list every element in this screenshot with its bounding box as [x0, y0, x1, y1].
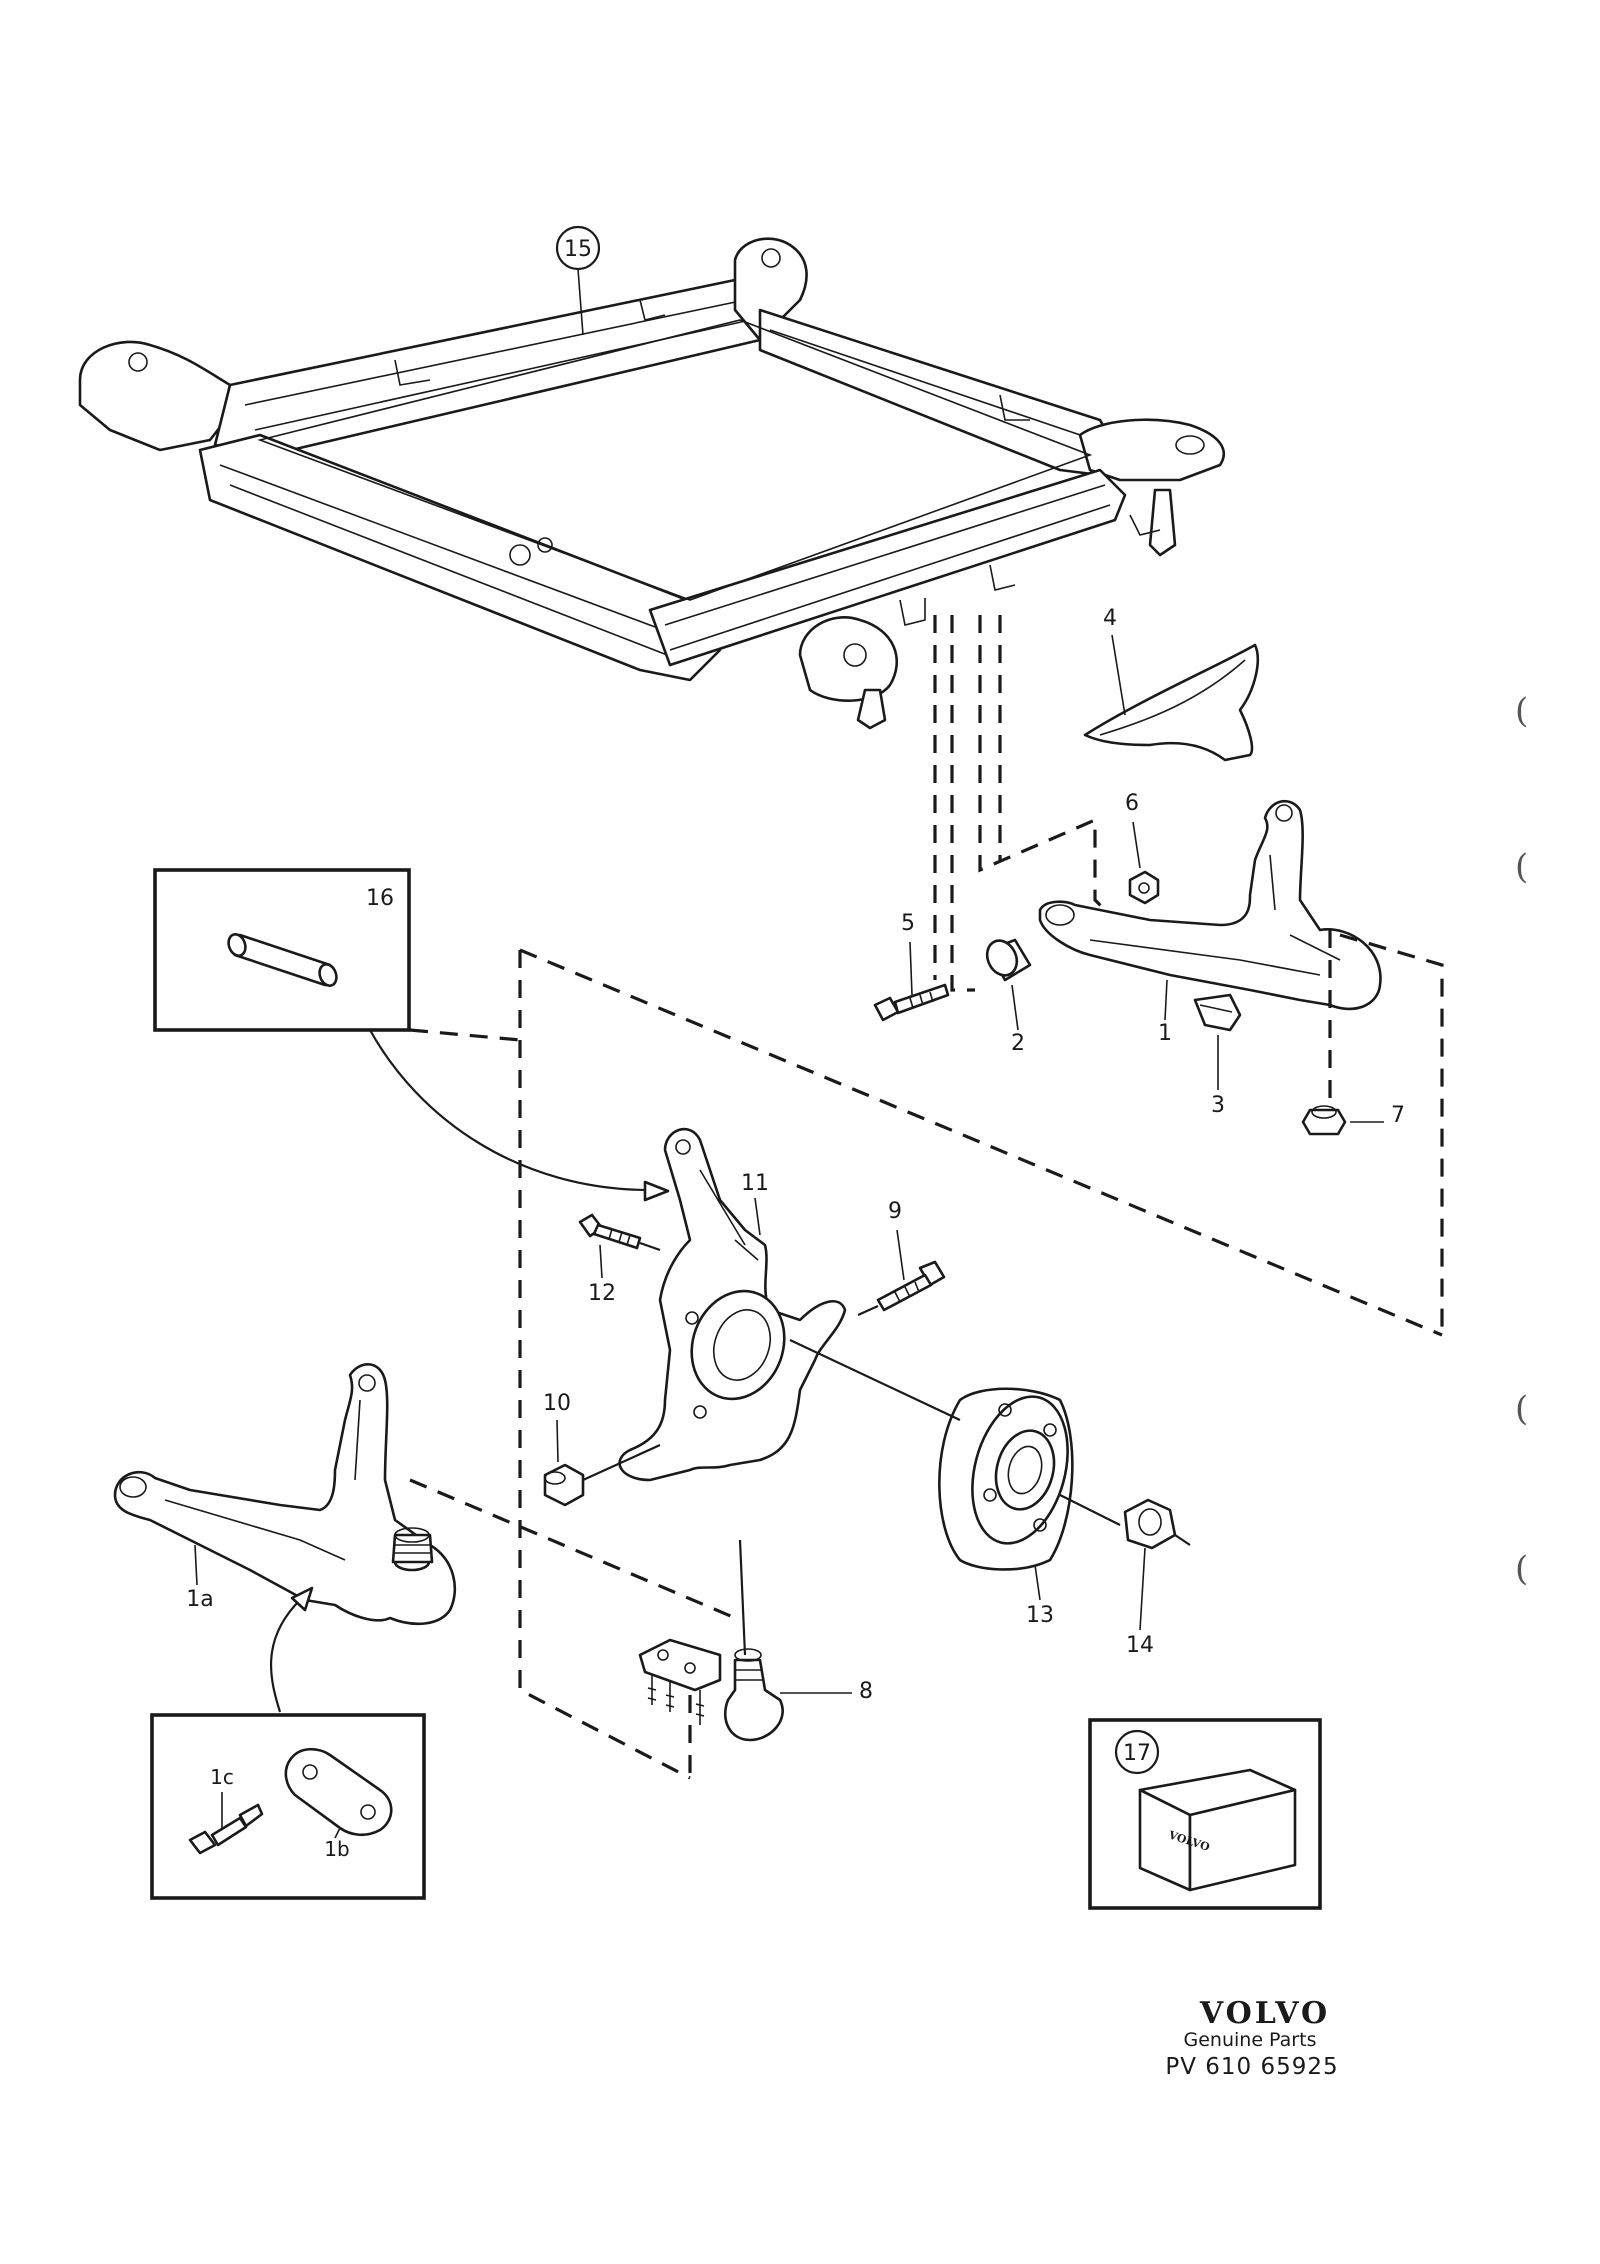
callout-5: 5: [901, 911, 915, 936]
pointer-14: [1174, 1534, 1191, 1546]
leader-2: [1011, 984, 1019, 1031]
bolt-icon: [578, 1213, 642, 1250]
axis-line-2: [1059, 1494, 1121, 1526]
callout-9: 9: [888, 1199, 902, 1224]
bracket-icon: [1083, 643, 1259, 762]
callout-4: 4: [1103, 606, 1117, 631]
bolt-icon: [876, 1260, 946, 1312]
control-arm-icon: [113, 1363, 457, 1626]
nut-icon: [1128, 870, 1160, 905]
pointer-12: [639, 1241, 661, 1252]
assembly-line-1a: [409, 1478, 741, 1622]
callout-12: 12: [588, 1281, 616, 1306]
outline-top: [519, 948, 1443, 1337]
pointer-10: [582, 1443, 661, 1482]
leader-12: [599, 1244, 603, 1279]
callout-7: 7: [1391, 1103, 1405, 1128]
bolt-icon: [188, 1803, 264, 1855]
bushing-icon: [985, 938, 1032, 982]
inset-box-16: [153, 868, 411, 1032]
callout-10: 10: [543, 1391, 571, 1416]
leader-6: [1132, 821, 1141, 869]
subframe-icon: [78, 237, 1225, 730]
margin-mark: (: [1515, 1389, 1528, 1429]
arrow-16-head: [643, 1180, 670, 1202]
outline-right: [1339, 933, 1444, 1335]
callout-1c: 1c: [210, 1765, 234, 1789]
callout-17: 17: [1123, 1741, 1151, 1766]
callout-15: 15: [564, 237, 592, 262]
assembly-line-bushing: [950, 615, 975, 992]
bushing-icon: [227, 933, 338, 987]
leader-1a: [194, 1544, 198, 1586]
nut-icon: [1123, 1498, 1177, 1550]
margin-mark: (: [1515, 1549, 1528, 1589]
callout-13: 13: [1026, 1603, 1054, 1628]
arrow-1b-curve: [270, 1599, 301, 1713]
nut-icon: [543, 1463, 585, 1507]
bracket-icon: [284, 1747, 393, 1837]
leader-14: [1139, 1547, 1146, 1631]
margin-mark: (: [1515, 847, 1528, 887]
callout-3: 3: [1211, 1093, 1225, 1118]
leader-5: [909, 941, 913, 996]
callout-14: 14: [1126, 1633, 1154, 1658]
callout-17-circle: [1114, 1729, 1160, 1775]
ball-joint-icon: [638, 1638, 784, 1742]
parts-box-icon: [1138, 1768, 1297, 1892]
pointer-9: [857, 1304, 879, 1317]
callout-1b: 1b: [324, 1837, 349, 1861]
outline-knuckle-pointer: [409, 1028, 521, 1042]
arrow-1b-head: [290, 1586, 314, 1612]
brand-tagline: Genuine Parts: [1184, 2029, 1317, 2051]
arrow-16-curve: [369, 1029, 651, 1192]
callout-1a: 1a: [186, 1587, 213, 1612]
axis-line: [789, 1339, 961, 1421]
leader-11: [754, 1197, 761, 1236]
callout-16: 16: [366, 886, 394, 911]
outline-left: [518, 950, 691, 1780]
part-plate-code: PV 610 65925: [1165, 2054, 1338, 2080]
margin-mark: (: [1515, 691, 1528, 731]
volvo-logo: VOLVO: [1199, 1996, 1330, 2031]
pointer-8: [738, 1539, 747, 1656]
bracket-icon: [1193, 993, 1242, 1032]
leader-15: [577, 268, 584, 336]
leader-1: [1164, 979, 1168, 1021]
leader-9: [896, 1229, 905, 1281]
callout-8: 8: [859, 1679, 873, 1704]
callout-11: 11: [741, 1171, 769, 1196]
bolt-icon: [873, 983, 950, 1022]
callout-2: 2: [1011, 1031, 1025, 1056]
leader-4: [1111, 634, 1126, 716]
wheel-hub-icon: [789, 1339, 1121, 1571]
leader-1b: [334, 1827, 341, 1839]
steering-knuckle-icon: [618, 1127, 847, 1482]
callout-6: 6: [1125, 791, 1139, 816]
leader-10: [556, 1419, 559, 1463]
nut-icon: [1301, 1105, 1347, 1136]
leader-13: [1034, 1564, 1041, 1601]
callout-1: 1: [1158, 1021, 1172, 1046]
